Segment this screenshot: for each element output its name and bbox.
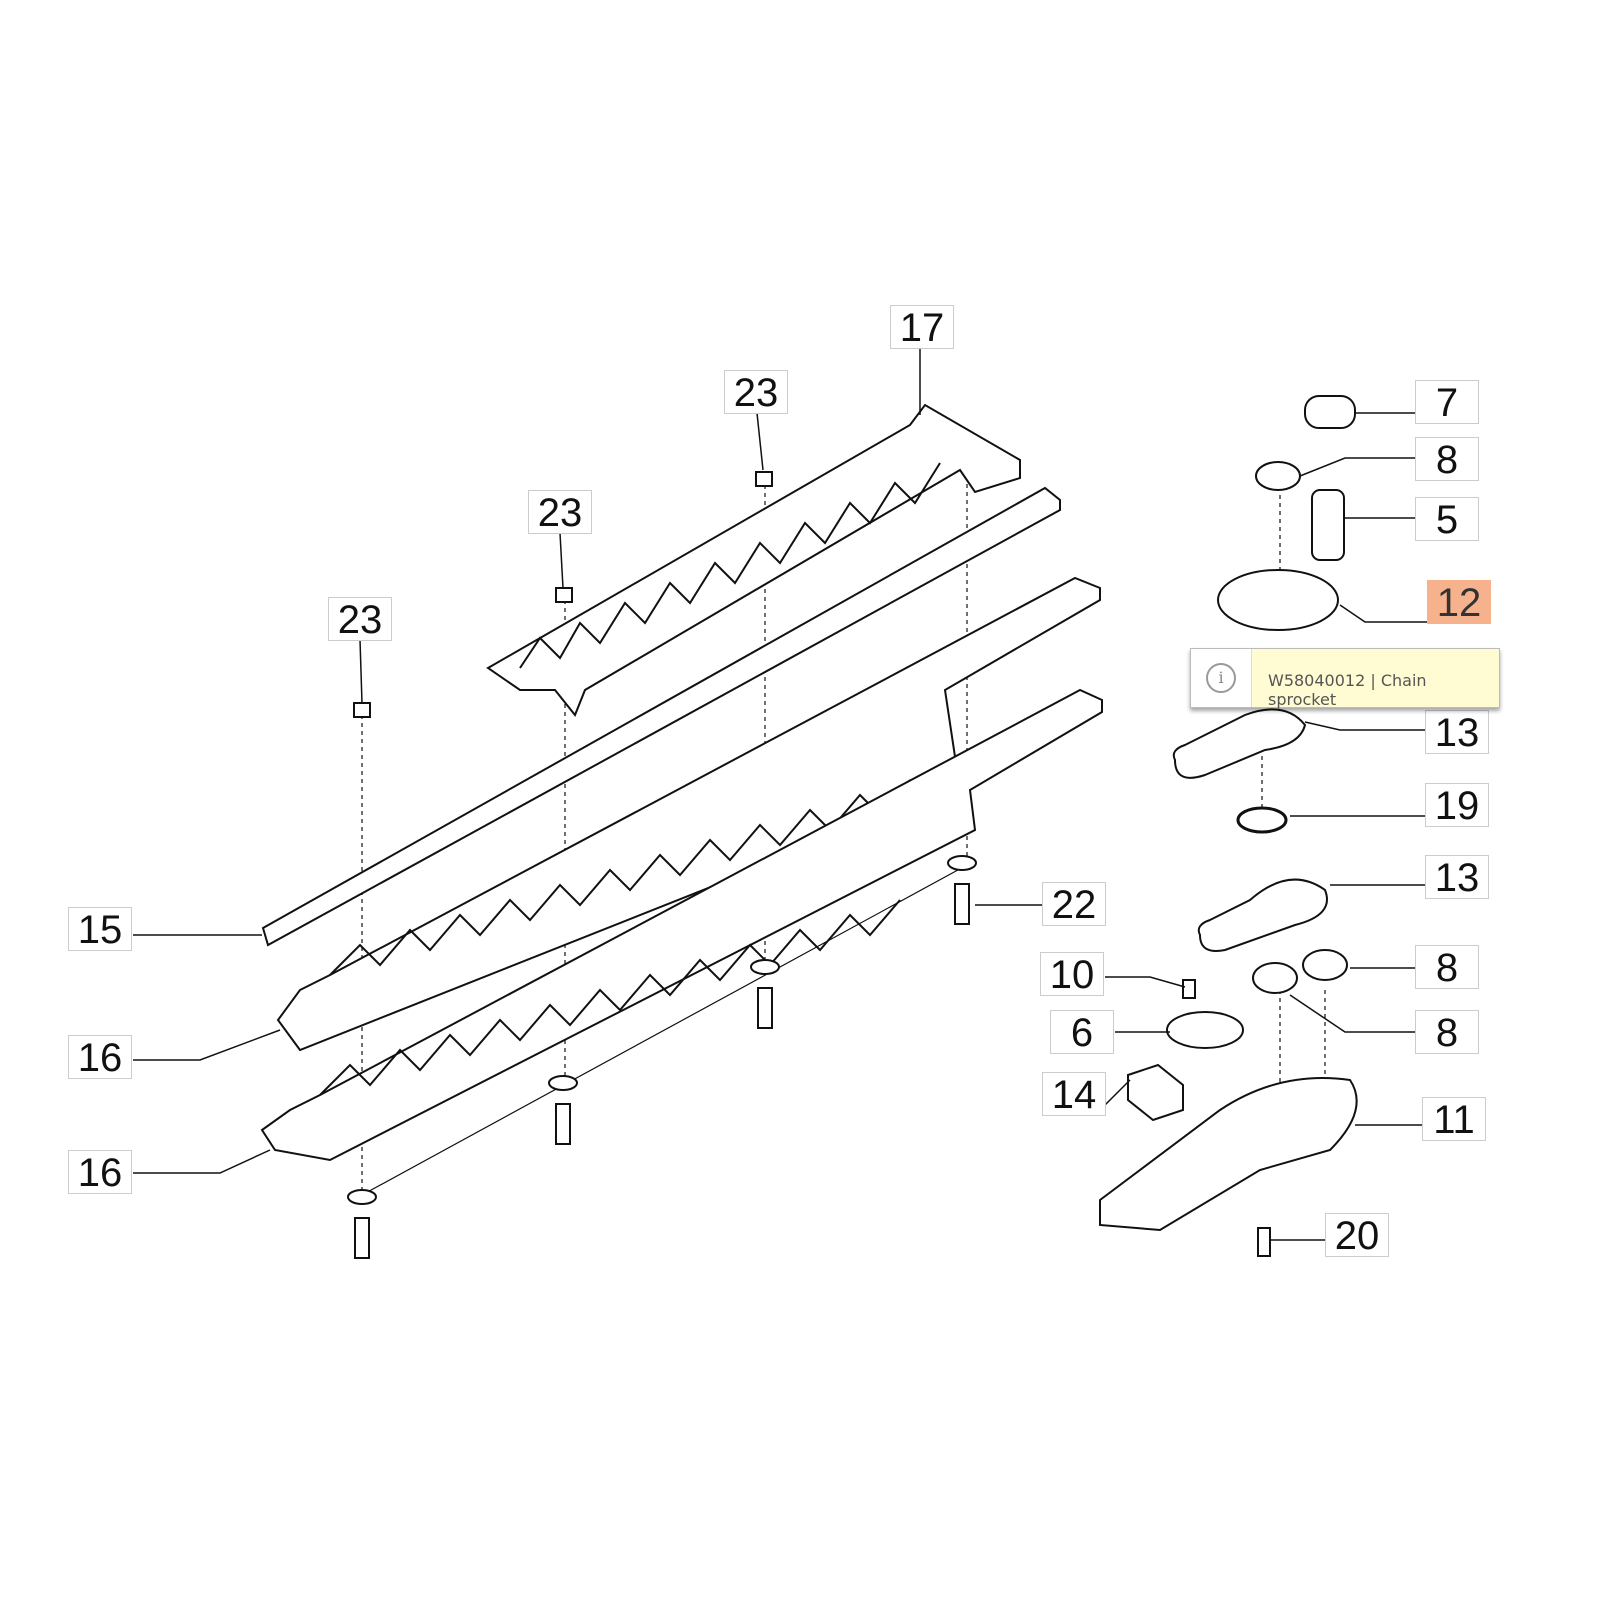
callout-13[interactable]: 13 [1425, 855, 1489, 900]
block-14 [1127, 1063, 1184, 1122]
pinion-5 [1311, 489, 1345, 561]
upper-blade-17 [486, 403, 1021, 717]
bolts-and-washers [347, 855, 1271, 1259]
callout-20[interactable]: 20 [1325, 1213, 1389, 1258]
bearing-8 [1255, 461, 1301, 491]
bearing-7 [1304, 395, 1356, 429]
bearing-8 [1252, 962, 1298, 994]
leader-lines [133, 348, 1427, 1241]
connecting-rod [1172, 708, 1307, 779]
callout-8[interactable]: 8 [1415, 1010, 1479, 1055]
blade-16-lower [260, 688, 1103, 1162]
nut-23 [755, 471, 773, 487]
callout-15[interactable]: 15 [68, 907, 132, 952]
callout-5[interactable]: 5 [1415, 497, 1479, 542]
callout-23[interactable]: 23 [528, 490, 592, 535]
cover-6 [1166, 1011, 1244, 1049]
chain-sprocket-12 [1217, 569, 1339, 631]
callout-8[interactable]: 8 [1415, 437, 1479, 482]
callout-7[interactable]: 7 [1415, 380, 1479, 425]
callout-8[interactable]: 8 [1415, 945, 1479, 990]
callout-19[interactable]: 19 [1425, 783, 1489, 828]
part-tooltip: i W58040012 | Chain sprocket [1190, 648, 1500, 709]
tooltip-text: W58040012 | Chain sprocket [1268, 671, 1427, 709]
diagonal-line [361, 864, 968, 1196]
callout-16[interactable]: 16 [68, 1035, 132, 1080]
info-icon: i [1191, 649, 1252, 707]
callout-12-highlighted[interactable]: 12 [1427, 580, 1491, 625]
bearing-8 [1302, 949, 1348, 981]
nut-23 [555, 587, 573, 603]
callout-13-hidden[interactable]: 13 [1425, 710, 1489, 755]
callout-22[interactable]: 22 [1042, 882, 1106, 927]
blade-16-upper [276, 576, 1101, 1052]
callout-23[interactable]: 23 [724, 370, 788, 415]
callout-11[interactable]: 11 [1422, 1097, 1486, 1142]
callout-14[interactable]: 14 [1042, 1072, 1106, 1117]
guide-bar-15 [261, 486, 1061, 947]
connecting-rod-13 [1197, 878, 1328, 952]
nut-23 [353, 702, 371, 718]
blade-teeth [519, 462, 941, 669]
callout-10[interactable]: 10 [1040, 952, 1104, 997]
gearbox-housing-11 [1099, 1077, 1358, 1232]
callout-6[interactable]: 6 [1050, 1010, 1114, 1055]
callout-17[interactable]: 17 [890, 305, 954, 350]
circlip-19 [1236, 806, 1288, 834]
blade-teeth [319, 899, 901, 1096]
callout-23[interactable]: 23 [328, 597, 392, 642]
blade-teeth [329, 779, 911, 976]
callout-16[interactable]: 16 [68, 1150, 132, 1195]
